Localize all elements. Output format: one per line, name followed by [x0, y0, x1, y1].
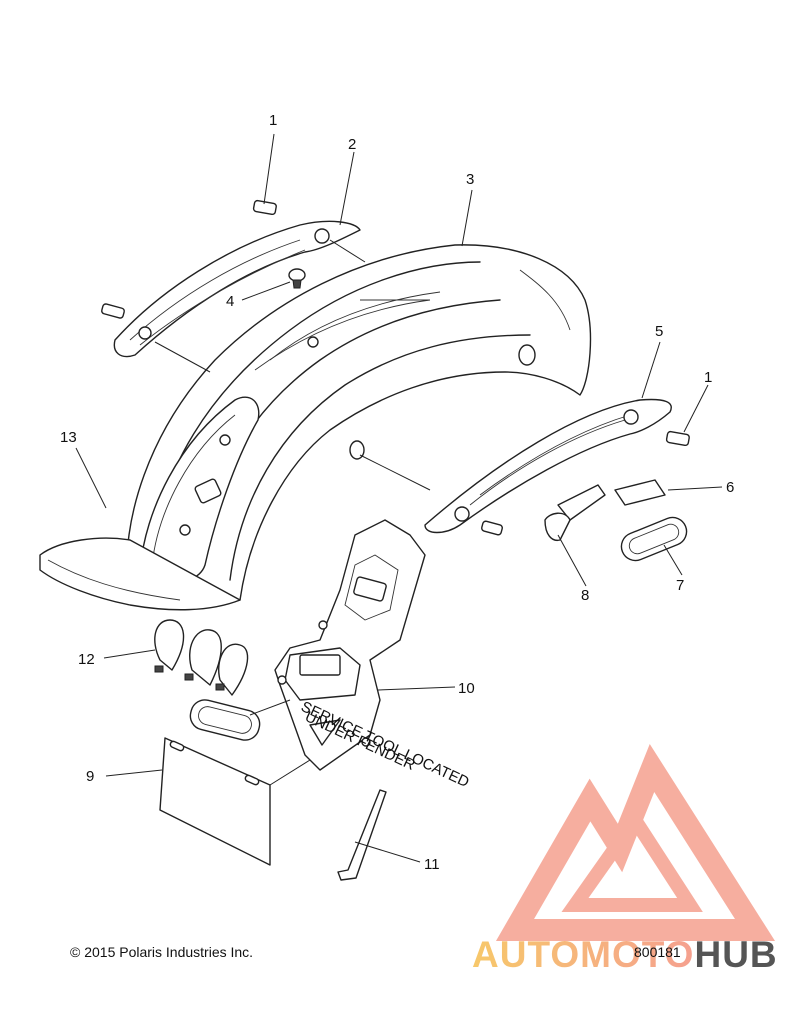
- watermark-text: AUTOMOTOHUB: [472, 934, 778, 976]
- reflector-lens: [620, 516, 688, 562]
- callout-4: 4: [226, 293, 234, 310]
- callout-8: 8: [581, 587, 589, 604]
- right-fender-rail: [424, 398, 672, 534]
- callout-2: 2: [348, 136, 356, 153]
- callout-labels: 1 2 3 4 5 1 6 7 8 10 9 11 12 13: [60, 112, 734, 873]
- reflector-bracket: [544, 484, 606, 542]
- plate-light-lens: [189, 699, 261, 741]
- diagram-number: 800181: [634, 944, 681, 960]
- callout-6: 6: [726, 479, 734, 496]
- callout-10: 10: [458, 680, 475, 697]
- callout-12: 12: [78, 651, 95, 668]
- license-plate-bracket: SERVICE TOOL LOCATED UNDER FENDER: [274, 519, 472, 791]
- leader-lines: [75, 133, 723, 863]
- callout-13: 13: [60, 429, 77, 446]
- rear-fender: [126, 244, 592, 607]
- watermark-text-accent: HUB: [694, 934, 778, 975]
- callout-9: 9: [86, 768, 94, 785]
- bolt: [101, 199, 690, 536]
- cable-tie: [154, 619, 249, 696]
- callout-1a: 1: [269, 112, 277, 129]
- callout-3: 3: [466, 171, 474, 188]
- callout-1b: 1: [704, 369, 712, 386]
- hex-key-tool: [337, 789, 387, 881]
- license-plate: [159, 737, 271, 866]
- watermark-logo-icon: [495, 743, 776, 941]
- copyright-notice: © 2015 Polaris Industries Inc.: [70, 944, 254, 960]
- callout-11: 11: [424, 856, 440, 873]
- reflector-strip: [614, 479, 666, 506]
- watermark-text-primary: AUTOMOTO: [472, 934, 695, 975]
- callout-5: 5: [655, 323, 663, 340]
- grommet-plug: [288, 268, 306, 289]
- fender-tip: [39, 537, 241, 611]
- callout-7: 7: [676, 577, 684, 594]
